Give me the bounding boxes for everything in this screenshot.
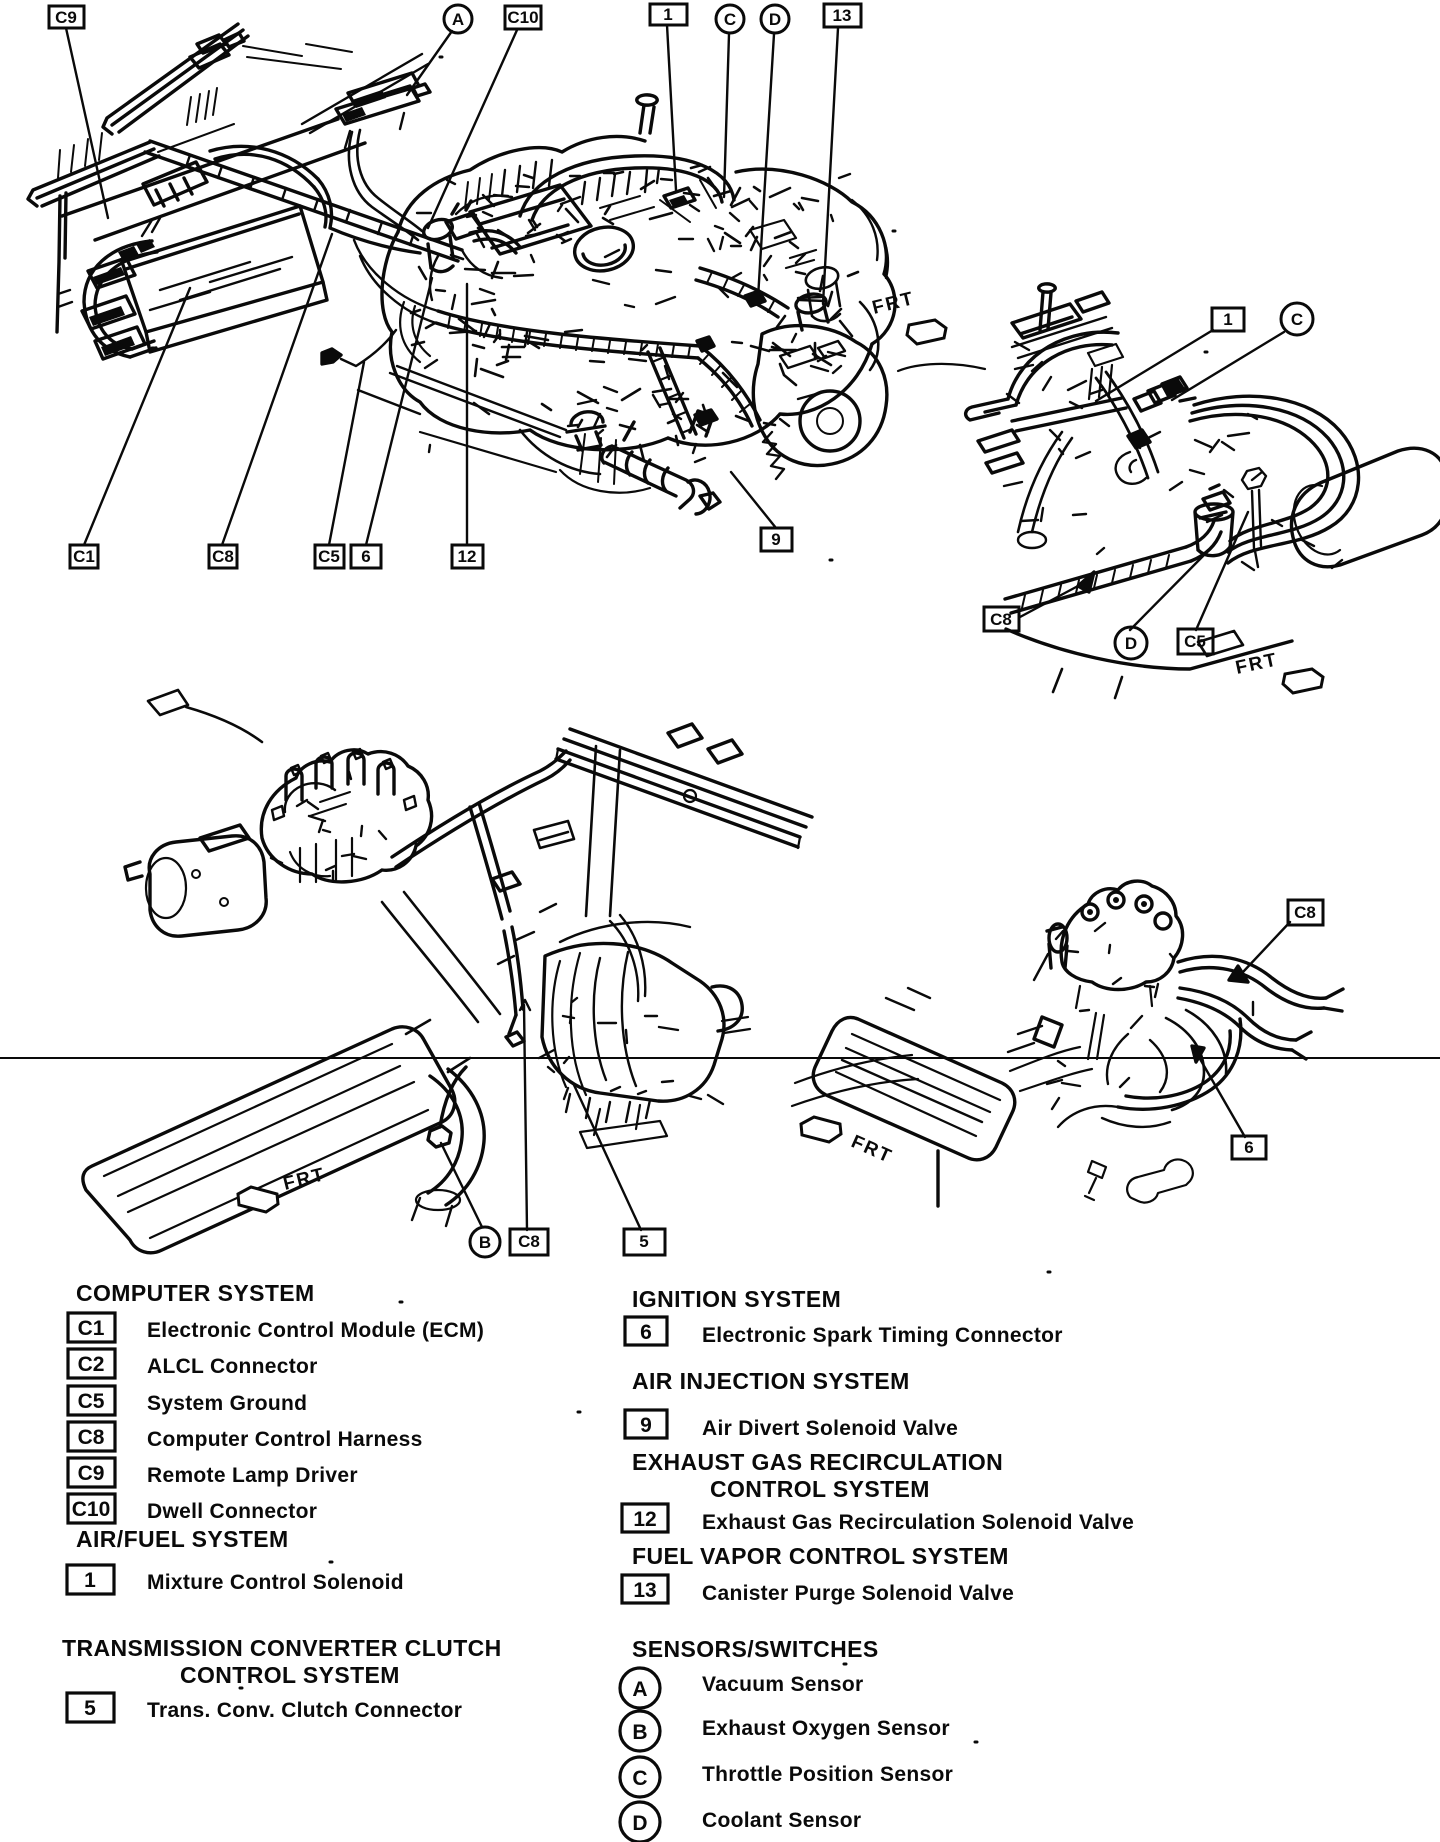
svg-text:1: 1 <box>1223 310 1232 329</box>
svg-text:C8: C8 <box>78 1426 105 1449</box>
svg-text:COMPUTER SYSTEM: COMPUTER SYSTEM <box>76 1280 315 1306</box>
svg-text:Throttle Position Sensor: Throttle Position Sensor <box>702 1763 953 1786</box>
svg-text:Trans. Conv. Clutch Connector: Trans. Conv. Clutch Connector <box>147 1699 462 1722</box>
svg-text:CONTROL SYSTEM: CONTROL SYSTEM <box>710 1476 930 1502</box>
svg-text:1: 1 <box>84 1569 96 1592</box>
svg-text:C9: C9 <box>78 1462 105 1485</box>
svg-text:C1: C1 <box>78 1317 105 1340</box>
svg-text:Mixture Control Solenoid: Mixture Control Solenoid <box>147 1571 404 1594</box>
svg-text:13: 13 <box>833 6 852 25</box>
svg-text:Electronic Spark Timing Connec: Electronic Spark Timing Connector <box>702 1324 1063 1347</box>
svg-text:C10: C10 <box>507 8 538 27</box>
svg-text:C: C <box>724 10 736 29</box>
svg-text:D: D <box>1125 634 1137 653</box>
svg-text:Canister Purge Solenoid Valve: Canister Purge Solenoid Valve <box>702 1582 1014 1605</box>
svg-text:A: A <box>632 1678 647 1701</box>
svg-text:Remote Lamp Driver: Remote Lamp Driver <box>147 1464 358 1487</box>
svg-text:9: 9 <box>640 1414 652 1437</box>
svg-text:ALCL Connector: ALCL Connector <box>147 1355 318 1378</box>
svg-text:C5: C5 <box>318 547 340 566</box>
svg-text:Computer Control Harness: Computer Control Harness <box>147 1428 423 1451</box>
svg-text:C5: C5 <box>1184 632 1206 651</box>
svg-text:C: C <box>632 1767 647 1790</box>
svg-text:C10: C10 <box>72 1498 111 1521</box>
svg-text:9: 9 <box>771 530 780 549</box>
svg-text:FRT: FRT <box>870 288 917 319</box>
svg-text:Vacuum Sensor: Vacuum Sensor <box>702 1673 863 1696</box>
svg-text:C: C <box>1291 310 1303 329</box>
svg-text:6: 6 <box>361 547 370 566</box>
svg-text:CONTROL SYSTEM: CONTROL SYSTEM <box>180 1662 400 1688</box>
svg-text:B: B <box>632 1721 647 1744</box>
svg-text:FRT: FRT <box>848 1131 896 1168</box>
svg-text:1: 1 <box>663 5 672 24</box>
svg-text:C5: C5 <box>78 1390 105 1413</box>
svg-text:AIR/FUEL SYSTEM: AIR/FUEL SYSTEM <box>76 1526 289 1552</box>
svg-text:C2: C2 <box>78 1353 105 1376</box>
svg-text:A: A <box>452 10 464 29</box>
svg-text:Exhaust Gas Recirculation Sole: Exhaust Gas Recirculation Solenoid Valve <box>702 1511 1134 1534</box>
svg-text:Coolant Sensor: Coolant Sensor <box>702 1809 861 1832</box>
svg-text:Dwell Connector: Dwell Connector <box>147 1500 317 1523</box>
svg-text:Exhaust Oxygen Sensor: Exhaust Oxygen Sensor <box>702 1717 950 1740</box>
svg-text:IGNITION SYSTEM: IGNITION SYSTEM <box>632 1286 841 1312</box>
svg-text:6: 6 <box>640 1321 652 1344</box>
svg-text:C8: C8 <box>990 610 1012 629</box>
svg-text:C8: C8 <box>518 1232 540 1251</box>
svg-text:System Ground: System Ground <box>147 1392 307 1415</box>
svg-text:C8: C8 <box>1294 903 1316 922</box>
svg-text:C8: C8 <box>212 547 234 566</box>
svg-text:D: D <box>769 10 781 29</box>
svg-text:C1: C1 <box>73 547 95 566</box>
svg-text:D: D <box>632 1812 647 1835</box>
svg-text:C9: C9 <box>55 8 77 27</box>
svg-text:12: 12 <box>458 547 477 566</box>
svg-text:5: 5 <box>84 1697 96 1720</box>
svg-text:6: 6 <box>1244 1138 1253 1157</box>
svg-text:B: B <box>479 1233 491 1252</box>
svg-text:TRANSMISSION CONVERTER CLUTCH: TRANSMISSION CONVERTER CLUTCH <box>62 1635 502 1661</box>
svg-text:5: 5 <box>639 1232 648 1251</box>
svg-text:SENSORS/SWITCHES: SENSORS/SWITCHES <box>632 1636 879 1662</box>
svg-text:13: 13 <box>633 1579 656 1602</box>
svg-text:EXHAUST GAS RECIRCULATION: EXHAUST GAS RECIRCULATION <box>632 1449 1003 1475</box>
svg-text:AIR INJECTION SYSTEM: AIR INJECTION SYSTEM <box>632 1368 910 1394</box>
svg-text:Electronic Control Module (ECM: Electronic Control Module (ECM) <box>147 1319 484 1342</box>
svg-text:FRT: FRT <box>281 1164 328 1195</box>
svg-text:Air Divert Solenoid Valve: Air Divert Solenoid Valve <box>702 1417 958 1440</box>
svg-text:12: 12 <box>633 1508 656 1531</box>
svg-text:FUEL VAPOR CONTROL SYSTEM: FUEL VAPOR CONTROL SYSTEM <box>632 1543 1009 1569</box>
